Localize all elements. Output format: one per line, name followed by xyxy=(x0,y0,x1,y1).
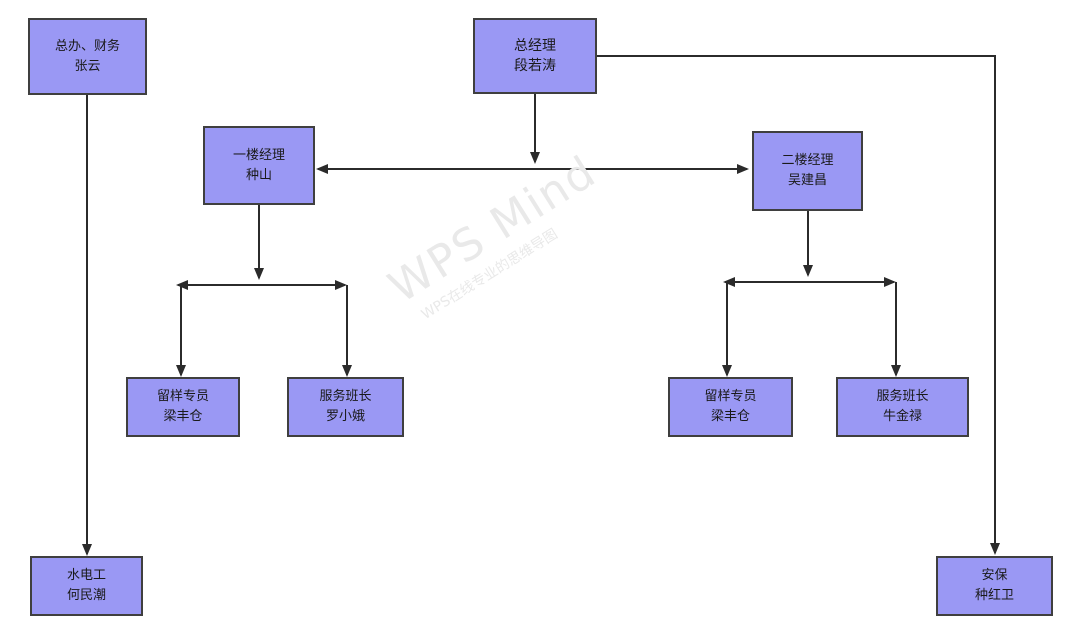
node-role: 总办、财务 xyxy=(54,38,120,54)
node-person: 种山 xyxy=(245,167,272,183)
node-plumber[interactable]: 水电工 何民潮 xyxy=(30,556,143,616)
node-floor2-service-lead[interactable]: 服务班长 牛金禄 xyxy=(836,377,969,437)
node-floor2-sample-clerk[interactable]: 留样专员 梁丰仓 xyxy=(668,377,793,437)
node-role: 留样专员 xyxy=(156,389,209,404)
node-person: 张云 xyxy=(74,58,101,74)
node-floor1-sample-clerk[interactable]: 留样专员 梁丰仓 xyxy=(126,377,240,437)
node-role: 二楼经理 xyxy=(781,153,834,168)
connector-gm-security xyxy=(597,55,1000,555)
node-person: 梁丰仓 xyxy=(163,409,203,424)
node-person: 吴建昌 xyxy=(787,173,827,188)
node-role: 服务班长 xyxy=(319,389,372,404)
node-person: 梁丰仓 xyxy=(710,409,750,424)
node-floor1-service-lead[interactable]: 服务班长 罗小娥 xyxy=(287,377,404,437)
node-role: 安保 xyxy=(981,568,1008,583)
node-general-office[interactable]: 总办、财务 张云 xyxy=(28,18,147,95)
node-role: 服务班长 xyxy=(876,389,929,404)
node-person: 种红卫 xyxy=(974,588,1014,603)
node-person: 罗小娥 xyxy=(325,409,365,424)
node-person: 何民潮 xyxy=(66,588,106,603)
node-role: 一楼经理 xyxy=(232,147,285,163)
node-role: 水电工 xyxy=(66,568,106,583)
node-role: 留样专员 xyxy=(704,389,757,404)
node-person: 牛金禄 xyxy=(882,409,922,424)
node-floor1-manager[interactable]: 一楼经理 种山 xyxy=(203,126,315,205)
node-floor2-manager[interactable]: 二楼经理 吴建昌 xyxy=(752,131,863,211)
node-general-manager[interactable]: 总经理 段若涛 xyxy=(473,18,597,94)
node-role: 总经理 xyxy=(514,38,556,54)
node-security[interactable]: 安保 种红卫 xyxy=(936,556,1053,616)
node-person: 段若涛 xyxy=(514,58,556,74)
